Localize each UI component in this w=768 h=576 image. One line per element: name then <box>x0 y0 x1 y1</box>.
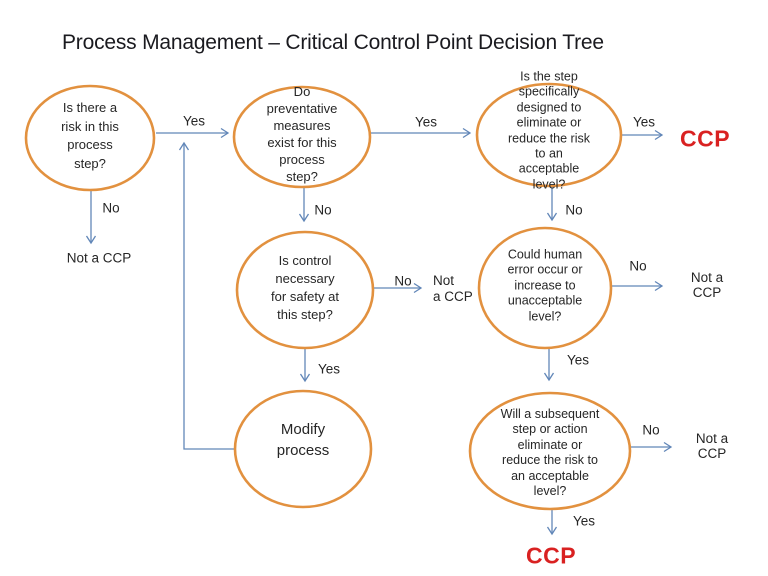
label-not-a-ccp-human-error: Not a CCP <box>690 270 724 300</box>
label-yes-control: Yes <box>317 361 341 377</box>
label-no-designed: No <box>565 202 583 218</box>
node-text-designed: Is the step specifically designed to eli… <box>508 69 590 192</box>
node-text-modify: Modify process <box>276 421 330 459</box>
node-ellipse-control <box>235 230 375 350</box>
label-no-risk: No <box>102 200 120 216</box>
page-title: Process Management – Critical Control Po… <box>62 31 604 54</box>
ccp-result-designed: CCP <box>679 125 731 152</box>
label-yes-risk: Yes <box>182 113 206 129</box>
label-yes-subsequent: Yes <box>572 513 596 529</box>
node-text-human-error: Could human error occur or increase to u… <box>507 247 583 324</box>
node-ellipse-designed <box>475 82 623 188</box>
label-yes-human-error: Yes <box>566 352 590 368</box>
node-ellipse-modify <box>233 389 373 509</box>
label-no-subsequent: No <box>642 422 660 438</box>
label-not-a-ccp-control: Not a CCP <box>433 273 473 304</box>
label-not-a-ccp-risk: Not a CCP <box>66 250 132 266</box>
arrow-modify-feedback-loop <box>178 141 236 450</box>
node-text-subsequent: Will a subsequent step or action elimina… <box>500 406 600 498</box>
node-ellipse-risk <box>24 84 156 192</box>
label-not-a-ccp-subsequent: Not a CCP <box>695 431 729 461</box>
label-yes-preventative: Yes <box>414 114 438 130</box>
label-no-preventative: No <box>314 202 332 218</box>
node-text-preventative: Do preventative measures exist for this … <box>266 84 338 184</box>
node-text-control: Is control necessary for safety at this … <box>271 253 339 322</box>
node-ellipse-preventative <box>232 85 372 189</box>
node-ellipse-human-error <box>477 226 613 350</box>
node-ellipse-subsequent <box>468 391 632 511</box>
ccp-result-subsequent: CCP <box>525 542 577 569</box>
label-no-control: No <box>394 273 412 289</box>
label-no-human-error: No <box>629 258 647 274</box>
node-text-risk: Is there a risk in this process step? <box>61 100 119 171</box>
label-yes-designed: Yes <box>632 114 656 130</box>
